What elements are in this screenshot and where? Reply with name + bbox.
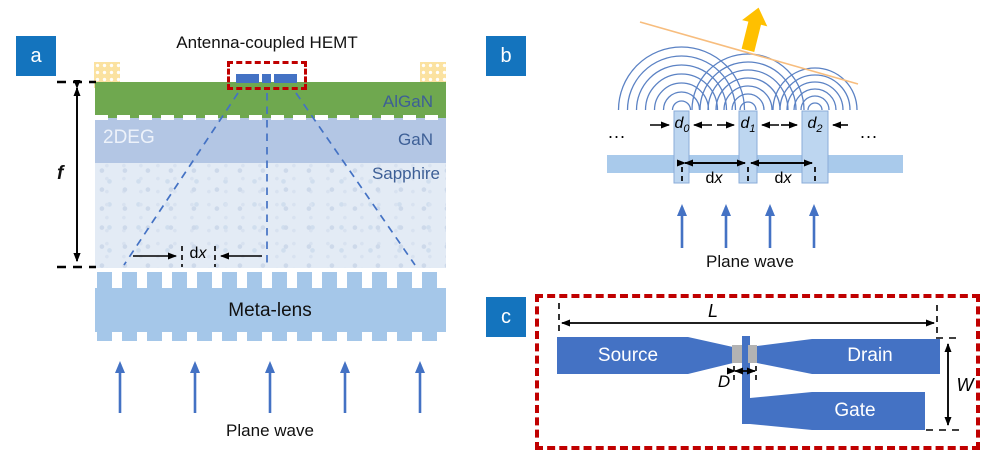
source-label: Source bbox=[597, 345, 659, 366]
focal-length-label: f bbox=[57, 163, 64, 184]
panel-c-label: c bbox=[486, 297, 526, 337]
hemt-highlight-box bbox=[227, 61, 307, 90]
beam-direction-arrow bbox=[741, 7, 768, 52]
d2-base: d bbox=[807, 115, 817, 132]
plane-wave-arrows-b bbox=[677, 204, 819, 248]
hemt-zoom-box bbox=[535, 294, 980, 450]
dx-label-b2: dx bbox=[765, 170, 801, 188]
f-dimension bbox=[57, 80, 96, 269]
drain-electrode bbox=[757, 339, 940, 374]
drain-label: Drain bbox=[847, 345, 893, 366]
two-deg-interface-line bbox=[95, 115, 446, 120]
hemt-electrodes bbox=[557, 336, 940, 430]
algan-label: AlGaN bbox=[382, 92, 433, 111]
panel-a-label: a bbox=[16, 36, 56, 76]
dx-label-a: dx bbox=[181, 245, 215, 263]
dx-label-b1: dx bbox=[696, 170, 732, 188]
antenna-bar-center bbox=[262, 74, 271, 83]
d1-label: d1 bbox=[732, 115, 764, 135]
ellipsis-right: ... bbox=[860, 122, 879, 142]
dx-b2-d: d bbox=[774, 170, 784, 187]
dx-dimensions-b bbox=[677, 159, 816, 185]
metalens-teeth-bottom bbox=[97, 332, 444, 341]
dx-a-x: x bbox=[198, 245, 207, 262]
panel-b-overlay bbox=[607, 7, 903, 248]
gan-layer bbox=[95, 118, 446, 163]
W-dimension bbox=[926, 337, 964, 431]
two-deg-label: 2DEG bbox=[103, 127, 155, 148]
gate-pad bbox=[750, 392, 925, 430]
dx-b1-x: x bbox=[714, 170, 723, 187]
L-label: L bbox=[707, 301, 718, 321]
sapphire-layer bbox=[95, 163, 446, 268]
panel-c-overlay bbox=[557, 303, 964, 431]
d0-label: d0 bbox=[666, 115, 698, 135]
d0-base: d bbox=[674, 115, 684, 132]
sapphire-label: Sapphire bbox=[371, 164, 440, 183]
antenna-bar-right bbox=[274, 74, 297, 83]
W-label: W bbox=[956, 375, 974, 395]
plane-wave-label-a: Plane wave bbox=[226, 421, 314, 440]
metalens-teeth-top bbox=[97, 272, 444, 289]
d0-sub: 0 bbox=[683, 123, 690, 136]
panel-a-letter: a bbox=[30, 44, 42, 67]
D-dimension bbox=[727, 366, 757, 384]
ellipsis-left: ... bbox=[608, 122, 627, 142]
d1-base: d bbox=[740, 115, 750, 132]
panel-b-label: b bbox=[486, 36, 526, 76]
dx-b2-x: x bbox=[783, 170, 792, 187]
antenna-bar-left bbox=[236, 74, 259, 83]
gate-finger bbox=[742, 336, 750, 424]
plane-wave-arrows-a bbox=[115, 361, 425, 413]
phase-front-line bbox=[639, 21, 859, 85]
gate-spacers bbox=[732, 345, 757, 363]
panel-c-letter: c bbox=[501, 305, 511, 328]
panel-a-title: Antenna-coupled HEMT bbox=[176, 33, 358, 52]
dx-a-d: d bbox=[189, 245, 199, 262]
panel-b-letter: b bbox=[500, 44, 512, 67]
d1-sub: 1 bbox=[749, 123, 756, 136]
d2-sub: 2 bbox=[816, 123, 823, 136]
dx-b1-d: d bbox=[705, 170, 715, 187]
metalens-slab bbox=[95, 288, 446, 332]
source-electrode bbox=[557, 337, 733, 374]
gate-label: Gate bbox=[834, 400, 876, 421]
focus-cone-dashed-lines bbox=[123, 92, 416, 266]
panel-a-overlay bbox=[57, 80, 425, 413]
wavefront-arcs bbox=[617, 46, 858, 111]
dx-dimension-a bbox=[133, 246, 262, 267]
metalens-label: Meta-lens bbox=[228, 300, 312, 321]
D-label: D bbox=[717, 372, 731, 391]
L-dimension bbox=[558, 303, 938, 335]
gan-label: GaN bbox=[398, 130, 433, 149]
plane-wave-label-b: Plane wave bbox=[706, 252, 794, 271]
d2-label: d2 bbox=[799, 115, 831, 135]
